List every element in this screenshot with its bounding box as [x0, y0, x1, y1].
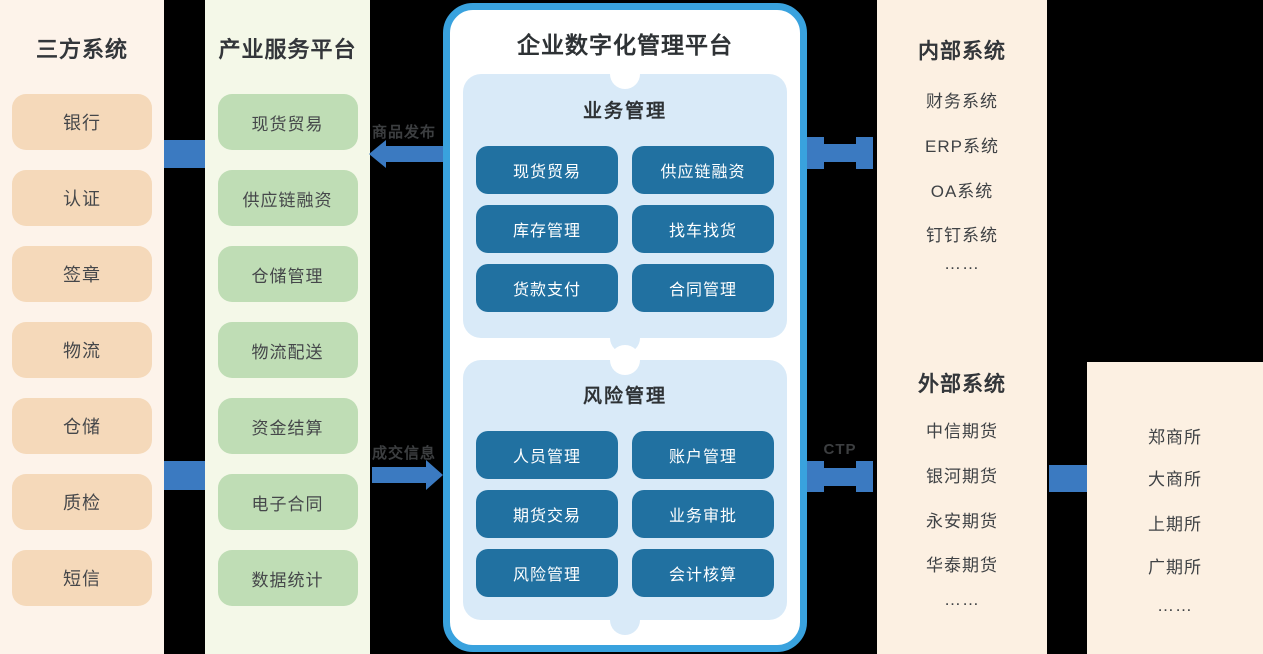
platform-module-button: 期货交易	[476, 490, 618, 538]
deal-connector-label: 成交信息	[371, 445, 436, 462]
platform-module-button: 货款支付	[476, 264, 618, 312]
business-button-grid: 现货贸易 供应链融资 库存管理 找车找货 货款支付 合同管理	[463, 146, 787, 312]
third-party-item: 认证	[12, 170, 152, 226]
external-system-item: 华泰期货	[926, 556, 998, 575]
platform-title: 企业数字化管理平台	[517, 32, 733, 58]
connector-bar	[1049, 465, 1087, 492]
platform-module-button: 供应链融资	[632, 146, 774, 194]
industry-platform-item: 现货贸易	[217, 94, 358, 150]
publish-connector-label: 商品发布	[371, 124, 436, 141]
industry-platform-item: 物流配送	[217, 322, 358, 378]
industry-service-platform-column: 产业服务平台 现货贸易 供应链融资 仓储管理 物流配送 资金结算 电子合同 数据…	[205, 0, 370, 654]
third-party-item: 银行	[12, 94, 152, 150]
business-management-panel: 业务管理 现货贸易 供应链融资 库存管理 找车找货 货款支付 合同管理	[463, 74, 787, 338]
internal-system-item: ERP系统	[925, 137, 999, 156]
internal-systems-ellipsis: ……	[944, 254, 980, 273]
risk-button-grid: 人员管理 账户管理 期货交易 业务审批 风险管理 会计核算	[463, 431, 787, 597]
platform-module-button: 账户管理	[632, 431, 774, 479]
internal-system-item: 钉钉系统	[926, 226, 998, 245]
third-party-item: 短信	[12, 550, 152, 606]
link-connector-icon	[807, 461, 873, 492]
external-system-item: 银河期货	[926, 467, 998, 486]
external-systems-title: 外部系统	[918, 373, 1006, 396]
platform-module-button: 现货贸易	[476, 146, 618, 194]
arrow-right-icon	[372, 460, 443, 490]
link-connector-icon	[807, 137, 873, 169]
third-party-title: 三方系统	[35, 37, 128, 62]
third-party-item: 质检	[12, 474, 152, 530]
platform-module-button: 风险管理	[476, 549, 618, 597]
external-system-item: 永安期货	[926, 512, 998, 531]
exchange-item: 郑商所	[1148, 428, 1202, 447]
internal-systems-title: 内部系统	[918, 40, 1006, 63]
external-system-item: 中信期货	[926, 422, 998, 441]
industry-platform-item: 电子合同	[217, 474, 358, 530]
industry-platform-title: 产业服务平台	[218, 37, 357, 62]
industry-platform-item: 资金结算	[217, 398, 358, 454]
puzzle-tab	[610, 605, 640, 635]
third-party-item: 物流	[12, 322, 152, 378]
exchange-item: 广期所	[1148, 558, 1202, 577]
enterprise-digital-platform: 企业数字化管理平台 业务管理 现货贸易 供应链融资 库存管理 找车找货 货款支付…	[443, 3, 807, 652]
risk-management-title: 风险管理	[582, 386, 667, 407]
risk-management-panel: 风险管理 人员管理 账户管理 期货交易 业务审批 风险管理 会计核算	[463, 360, 787, 620]
internal-system-item: OA系统	[930, 182, 994, 201]
business-management-title: 业务管理	[582, 101, 667, 122]
exchanges-column: 郑商所 大商所 上期所 广期所 ……	[1087, 362, 1263, 654]
puzzle-notch	[610, 345, 640, 375]
connector-bar	[164, 461, 205, 490]
third-party-item: 仓储	[12, 398, 152, 454]
third-party-list: 银行 认证 签章 物流 仓储 质检 短信	[0, 94, 164, 606]
exchanges-ellipsis: ……	[1157, 596, 1193, 615]
exchange-item: 上期所	[1148, 515, 1202, 534]
exchange-item: 大商所	[1148, 470, 1202, 489]
platform-module-button: 合同管理	[632, 264, 774, 312]
platform-module-button: 找车找货	[632, 205, 774, 253]
ctp-connector-label: CTP	[823, 441, 857, 458]
industry-platform-item: 数据统计	[217, 550, 358, 606]
third-party-item: 签章	[12, 246, 152, 302]
platform-module-button: 人员管理	[476, 431, 618, 479]
external-systems-ellipsis: ……	[944, 590, 980, 609]
platform-module-button: 业务审批	[632, 490, 774, 538]
connector-bar	[164, 140, 205, 168]
platform-module-button: 库存管理	[476, 205, 618, 253]
platform-module-button: 会计核算	[632, 549, 774, 597]
industry-platform-list: 现货贸易 供应链融资 仓储管理 物流配送 资金结算 电子合同 数据统计	[205, 94, 370, 606]
industry-platform-item: 仓储管理	[217, 246, 358, 302]
puzzle-notch	[610, 59, 640, 89]
internal-external-systems-column: 内部系统 财务系统 ERP系统 OA系统 钉钉系统 …… 外部系统 中信期货 银…	[877, 0, 1047, 654]
third-party-systems-column: 三方系统 银行 认证 签章 物流 仓储 质检 短信	[0, 0, 164, 654]
internal-system-item: 财务系统	[926, 92, 998, 111]
industry-platform-item: 供应链融资	[217, 170, 358, 226]
arrow-left-icon	[369, 140, 443, 168]
